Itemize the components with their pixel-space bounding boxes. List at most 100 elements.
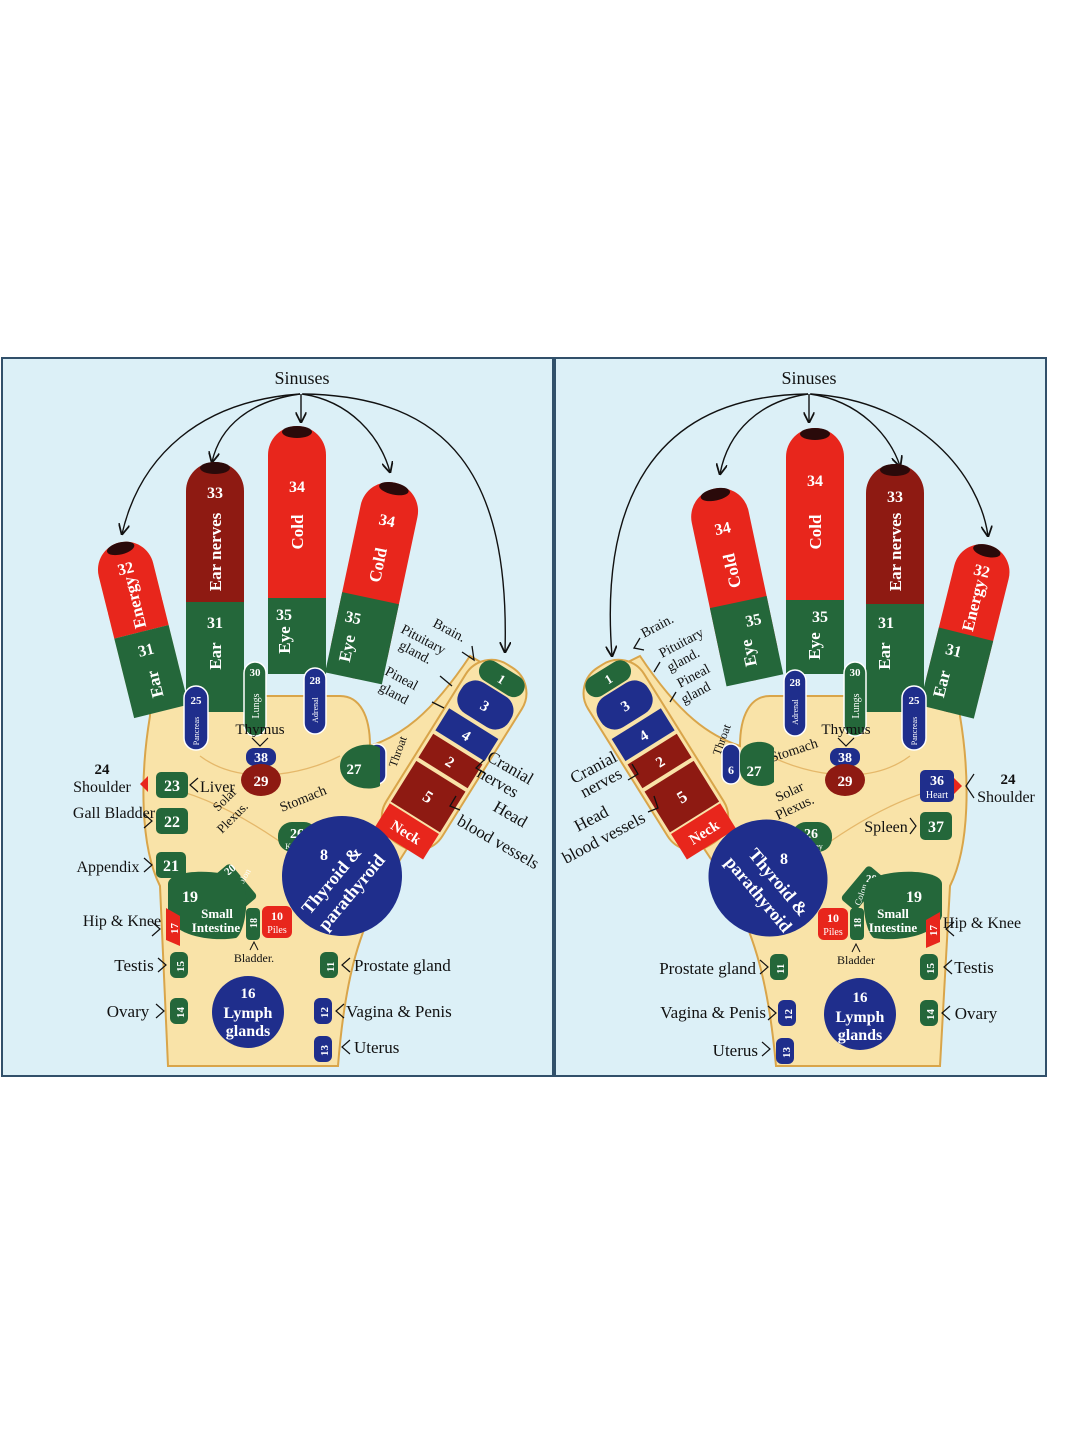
finger-label: Ear nerves — [206, 512, 225, 591]
finger-num: 31 — [207, 615, 223, 632]
svg-text:38: 38 — [838, 751, 852, 766]
svg-text:Pancreas: Pancreas — [910, 717, 919, 745]
svg-text:Piles: Piles — [823, 927, 843, 938]
svg-text:Hip & Knee: Hip & Knee — [83, 913, 161, 930]
svg-text:Piles: Piles — [267, 925, 287, 936]
side-point-15-right: 15 Testis — [920, 954, 994, 980]
svg-text:28: 28 — [790, 677, 802, 689]
svg-text:8: 8 — [320, 847, 328, 864]
point-29-right — [825, 764, 865, 796]
svg-text:Prostate gland: Prostate gland — [659, 959, 756, 978]
svg-text:25: 25 — [909, 695, 921, 707]
side-point-15: 15 Testis — [114, 952, 188, 978]
point-10-piles — [262, 906, 292, 938]
fingertip — [880, 464, 910, 476]
svg-text:17: 17 — [928, 925, 940, 937]
sinuses-label: Sinuses — [274, 368, 329, 388]
svg-text:12: 12 — [319, 1007, 331, 1019]
finger-label: Ear — [206, 642, 225, 670]
side-point-21: 21 Appendix — [76, 852, 186, 878]
svg-text:6: 6 — [728, 763, 734, 777]
svg-text:33: 33 — [887, 489, 903, 506]
svg-text:31: 31 — [878, 615, 894, 632]
svg-text:Ovary: Ovary — [955, 1004, 998, 1023]
gap-point-28: 28 Adrenal — [303, 667, 327, 735]
svg-text:Hip & Knee: Hip & Knee — [943, 915, 1021, 932]
svg-text:Uterus: Uterus — [354, 1038, 399, 1057]
thumb-pointers — [431, 645, 487, 811]
svg-text:Pancreas: Pancreas — [192, 717, 201, 745]
point-19-right — [863, 871, 942, 940]
finger-num: 31 — [136, 641, 156, 661]
finger-base-zone — [114, 625, 189, 719]
bladder-label-right: Bladder — [837, 953, 875, 967]
svg-text:10: 10 — [827, 911, 839, 925]
svg-text:11: 11 — [325, 962, 337, 972]
point-10-piles-right — [818, 908, 848, 940]
thymus-label-right: Thymus — [821, 722, 870, 738]
svg-text:Lymph: Lymph — [836, 1009, 885, 1026]
svg-text:25: 25 — [191, 695, 203, 707]
svg-text:Small: Small — [201, 906, 233, 921]
svg-text:32: 32 — [972, 561, 992, 581]
thumb-seg-4 — [435, 708, 499, 762]
svg-text:Ovary: Ovary — [107, 1002, 150, 1021]
side-point-17: 17 Hip & Knee — [83, 908, 181, 946]
svg-text:Spleen: Spleen — [864, 819, 908, 836]
svg-text:19: 19 — [182, 889, 198, 906]
gall-label: Gall Bladder — [73, 805, 156, 822]
svg-text:19: 19 — [906, 889, 922, 906]
thymus-label: Thymus — [235, 722, 284, 738]
svg-text:Intestine: Intestine — [869, 920, 918, 935]
thumb-pointers-right — [627, 637, 677, 813]
point-36-heart — [920, 770, 954, 802]
svg-text:Uterus: Uterus — [713, 1041, 758, 1060]
point-18 — [246, 908, 260, 940]
svg-text:35: 35 — [812, 609, 828, 626]
thumb-right: 1 3 4 2 5 Neck — [582, 658, 737, 860]
svg-text:Appendix: Appendix — [76, 859, 139, 876]
svg-text:13: 13 — [319, 1045, 331, 1057]
svg-text:21: 21 — [163, 858, 179, 875]
side-point-13-right: 13 Uterus — [713, 1038, 794, 1064]
point-38-right — [830, 748, 860, 766]
svg-text:Lungs: Lungs — [251, 693, 262, 718]
fingertip — [106, 541, 135, 556]
point-19-small-intestine — [168, 871, 247, 940]
finger-little: 32 Energy 31 Ear — [97, 541, 189, 719]
gap-point-25-right: 25 Pancreas — [901, 685, 927, 751]
svg-text:37: 37 — [928, 819, 944, 836]
svg-text:Intestine: Intestine — [192, 920, 241, 935]
fingertip — [800, 428, 830, 440]
svg-text:Adrenal: Adrenal — [791, 698, 800, 725]
point-20-colon-right — [841, 866, 883, 910]
reflexology-chart: Sinuses 32 Energy 31 Ear — [0, 356, 1080, 1080]
svg-text:16: 16 — [853, 990, 869, 1006]
thumb-seg-2 — [418, 733, 483, 789]
sinus-arrows — [122, 393, 505, 652]
fingertip — [973, 544, 1001, 558]
finger-label: Eye — [275, 626, 294, 654]
svg-text:35: 35 — [744, 611, 763, 631]
left-panel: Sinuses 32 Energy 31 Ear — [1, 357, 554, 1077]
svg-text:glands: glands — [226, 1023, 270, 1040]
side-point-17-right: 17 Hip & Knee — [926, 912, 1021, 948]
svg-text:Testis: Testis — [114, 956, 153, 975]
svg-text:15: 15 — [925, 963, 937, 975]
svg-text:34: 34 — [713, 519, 732, 539]
point-8-thyroid-right — [708, 819, 828, 937]
side-point-24: 24 Shoulder — [73, 762, 148, 796]
svg-text:38: 38 — [254, 751, 268, 766]
svg-text:Liver: Liver — [200, 779, 235, 796]
gap-point-30-right: 30 Lungs — [843, 661, 867, 737]
right-panel: Sinuses 34 Cold 35 Eye 34 Cold 35 Eye — [554, 357, 1047, 1077]
svg-text:Lungs: Lungs — [851, 693, 862, 718]
finger-index-right: 34 Cold 35 Eye — [691, 487, 784, 687]
svg-text:23: 23 — [164, 778, 180, 795]
side-point-14: 14 Ovary — [107, 998, 188, 1024]
finger-ring-right: 33 Ear nerves 31 Ear — [866, 464, 924, 712]
svg-text:27: 27 — [747, 764, 763, 780]
svg-text:31: 31 — [944, 641, 964, 661]
svg-text:10: 10 — [271, 909, 283, 923]
svg-text:16: 16 — [241, 986, 257, 1002]
